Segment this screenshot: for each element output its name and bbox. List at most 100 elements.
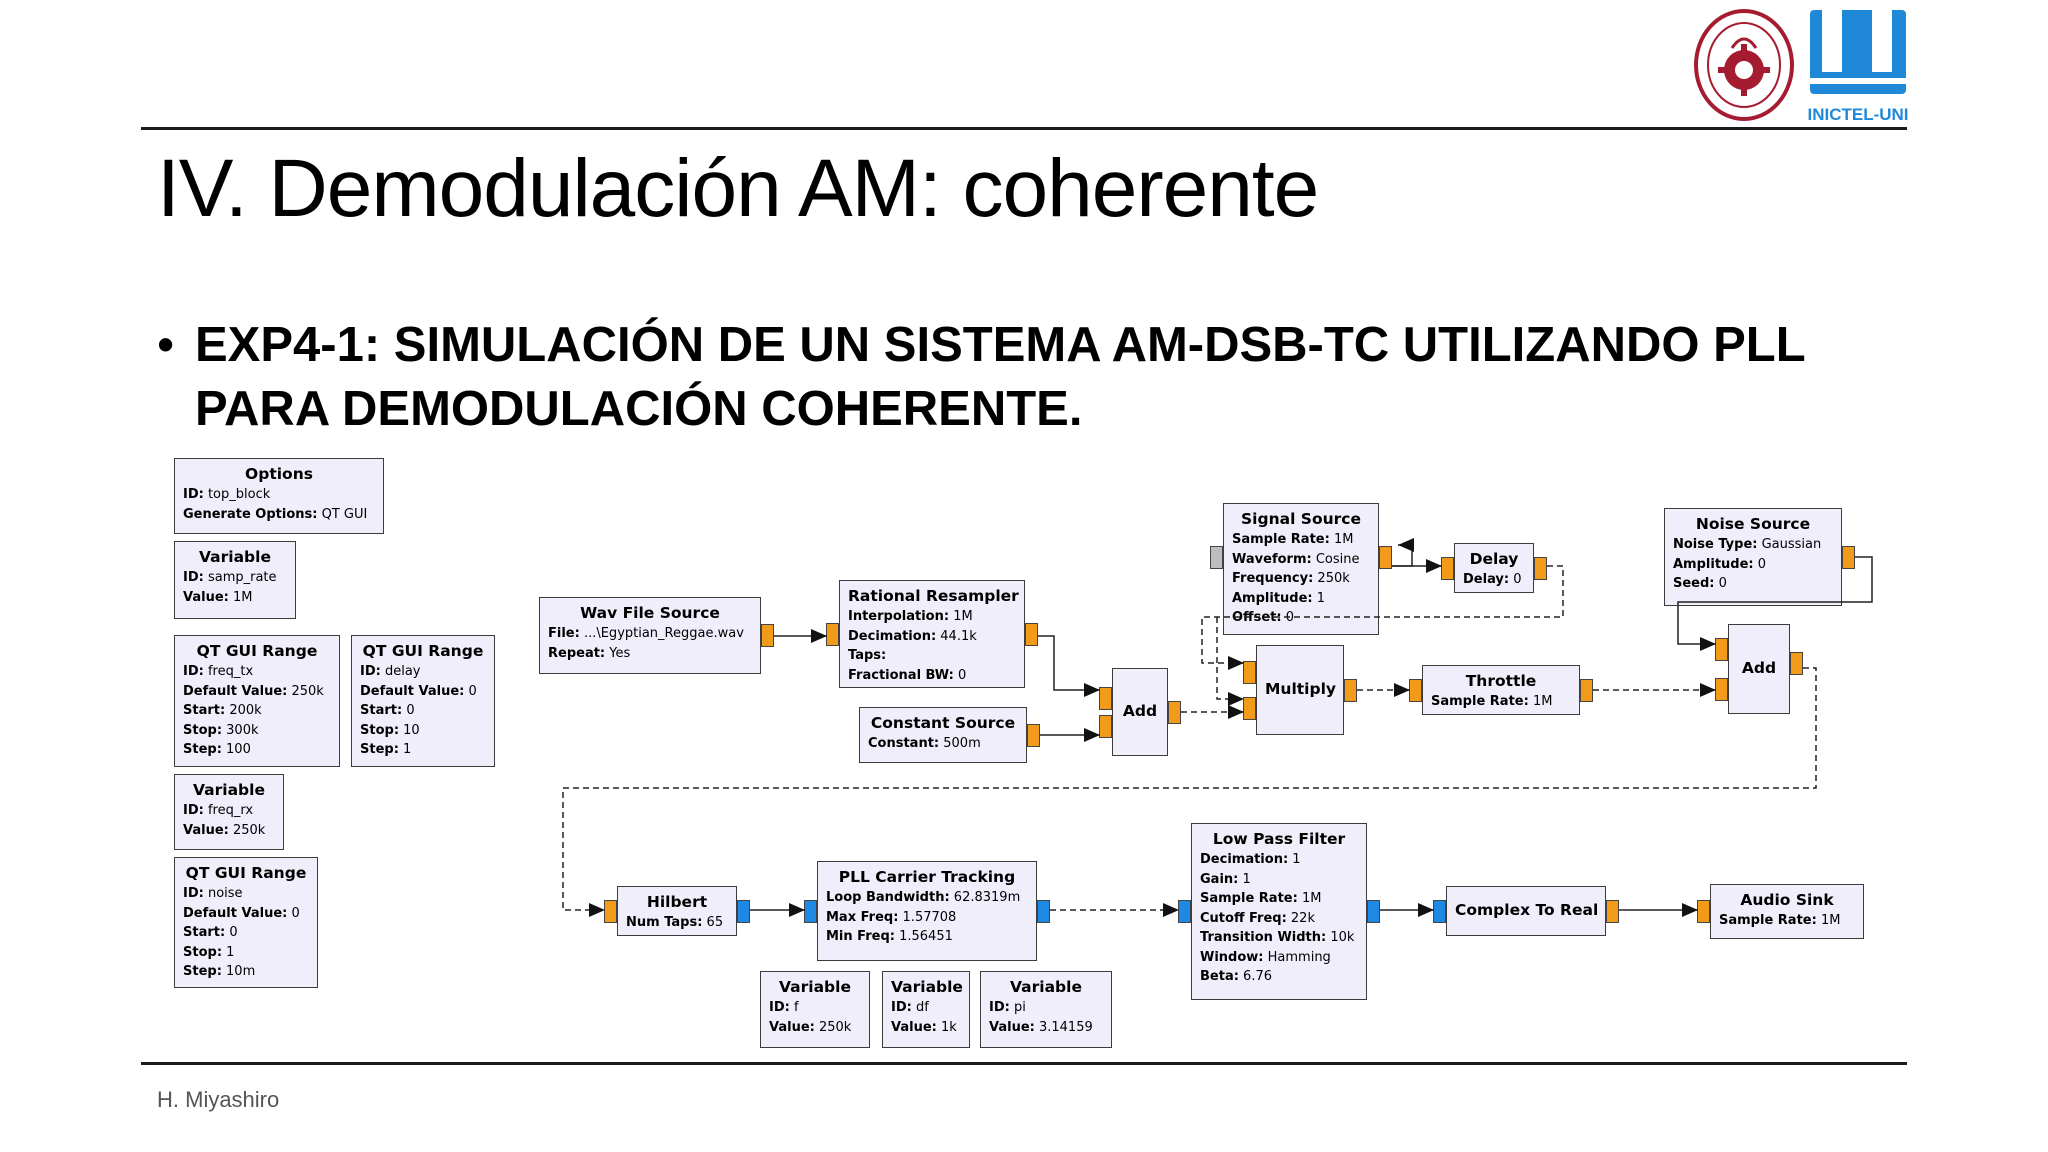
low-pass-filter-input-port[interactable]	[1178, 900, 1191, 923]
param-value: noise	[203, 886, 243, 901]
param-value: 1M	[1816, 913, 1841, 928]
block-add-2[interactable]: Add	[1728, 624, 1790, 714]
complex-to-real-output-port[interactable]	[1606, 899, 1619, 923]
param-key: Cutoff Freq:	[1200, 910, 1287, 926]
block-param: Start: 0	[183, 923, 309, 943]
block-title: Variable	[199, 548, 271, 566]
param-key: Start:	[183, 703, 226, 718]
param-key: Value:	[183, 589, 229, 605]
param-key: Value:	[183, 822, 229, 838]
param-value: 1M	[1329, 532, 1354, 547]
add-2-input-port[interactable]	[1715, 637, 1728, 661]
add-1-output-port[interactable]	[1168, 700, 1181, 724]
rational-resampler-output-port[interactable]	[1025, 622, 1038, 646]
block-complex-to-real[interactable]: Complex To Real	[1446, 886, 1606, 936]
connection-wire	[1392, 544, 1413, 567]
param-key: Sample Rate:	[1719, 913, 1817, 928]
param-value: pi	[1009, 1000, 1026, 1015]
add-1-input-port[interactable]	[1099, 686, 1112, 710]
pll-carrier-tracking-input-port[interactable]	[804, 899, 817, 923]
block-param: Fractional BW: 0	[848, 666, 1016, 686]
param-value: 250k	[814, 1019, 852, 1035]
param-value: 1	[1238, 871, 1251, 887]
connection-wire	[562, 667, 1817, 911]
delay-input-port[interactable]	[1441, 556, 1454, 580]
block-title: Signal Source	[1241, 510, 1361, 528]
block-param: Delay: 0	[1463, 570, 1525, 590]
multiply-output-port[interactable]	[1344, 678, 1357, 702]
connection-arrowhead	[1084, 683, 1100, 697]
block-title: PLL Carrier Tracking	[838, 868, 1016, 886]
block-title: Audio Sink	[1740, 891, 1834, 909]
title-sub: coherente	[940, 143, 1320, 234]
wav-file-source-output-port[interactable]	[761, 624, 774, 647]
param-value: 10	[399, 722, 420, 738]
block-title: Wav File Source	[580, 604, 720, 622]
block-param: Window: Hamming	[1200, 948, 1358, 968]
add-2-output-port[interactable]	[1790, 651, 1803, 675]
param-key: ID:	[891, 1000, 912, 1015]
block-param: Interpolation: 1M	[848, 607, 1016, 627]
add-2-input-port[interactable]	[1715, 677, 1728, 701]
block-add-1[interactable]: Add	[1112, 668, 1168, 756]
delay-output-port[interactable]	[1534, 556, 1547, 580]
pll-carrier-tracking-output-port[interactable]	[1037, 899, 1050, 923]
multiply-input-port[interactable]	[1243, 696, 1256, 720]
param-key: Value:	[769, 1019, 815, 1035]
audio-sink-input-port[interactable]	[1697, 900, 1710, 923]
param-value: Cosine	[1311, 551, 1360, 567]
block-title: Multiply	[1265, 680, 1337, 698]
param-key: ID:	[360, 664, 381, 679]
block-title: QT GUI Range	[196, 642, 318, 660]
hilbert-input-port[interactable]	[604, 899, 617, 923]
block-param: Value: 1k	[891, 1018, 961, 1038]
param-value: 0	[1281, 610, 1294, 625]
block-multiply[interactable]: Multiply	[1256, 645, 1344, 735]
param-key: Waveform:	[1232, 551, 1312, 567]
block-param: Noise Type: Gaussian	[1673, 535, 1833, 555]
signal-source-input-port[interactable]	[1210, 545, 1223, 569]
complex-to-real-input-port[interactable]	[1433, 899, 1446, 923]
hilbert-output-port[interactable]	[737, 899, 750, 923]
param-value: 65	[702, 915, 724, 930]
param-value: 1	[1312, 590, 1326, 606]
param-key: Step:	[183, 742, 222, 757]
multiply-input-port[interactable]	[1243, 660, 1256, 684]
throttle-input-port[interactable]	[1409, 678, 1422, 702]
param-key: ID:	[989, 1000, 1010, 1015]
signal-source-output-port[interactable]	[1379, 545, 1392, 569]
block-param: ID: freq_tx	[183, 662, 331, 682]
rational-resampler-input-port[interactable]	[826, 622, 839, 646]
throttle-output-port[interactable]	[1580, 678, 1593, 702]
constant-source-output-port[interactable]	[1027, 723, 1040, 747]
param-value: 0	[1714, 576, 1727, 591]
block-param: ID: top_block	[183, 485, 375, 505]
add-1-input-port[interactable]	[1099, 714, 1112, 738]
block-param: Taps:	[848, 646, 1016, 666]
param-key: Generate Options:	[183, 506, 318, 522]
param-key: Sample Rate:	[1431, 694, 1529, 709]
low-pass-filter-output-port[interactable]	[1367, 900, 1380, 923]
param-value: 500m	[939, 736, 981, 751]
noise-source-output-port[interactable]	[1842, 545, 1855, 569]
